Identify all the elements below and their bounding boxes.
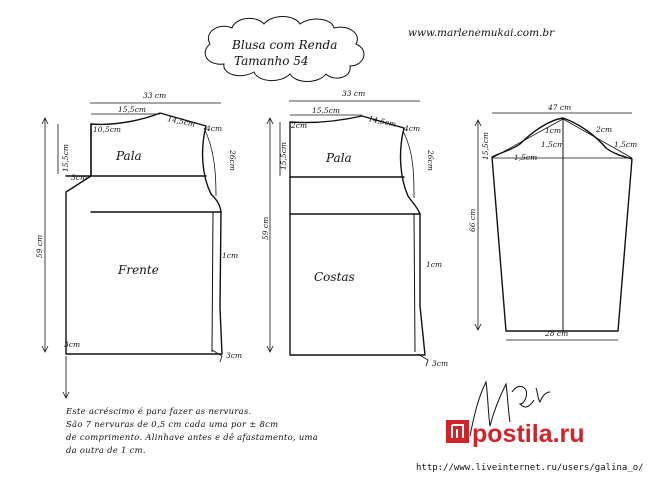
front-hem-rise-arrow <box>211 349 223 363</box>
front-shoulder-drop-label: 4cm <box>205 124 222 133</box>
watermark-logo-mark <box>451 424 464 438</box>
front-armhole-label: 26cm <box>228 149 237 171</box>
sleeve-length-arrow-top <box>474 119 482 127</box>
note-line-3: de comprimento. Alinhave antes e dê afas… <box>66 432 318 442</box>
sleeve-length-label: 66 cm <box>468 209 477 232</box>
sleeve-cap-left-side-label: 1,5cm <box>514 153 537 162</box>
back-ease-label: 1cm <box>426 260 442 269</box>
note-line-1: Este acréscimo é para fazer as nervuras. <box>65 406 252 416</box>
sleeve-width-label: 47 cm <box>547 103 571 112</box>
front-hem-rise-label: 3cm <box>226 351 242 360</box>
front-piece: 33 cm 15,5cm 14,5cm 10,5cm 4cm 26cm Pala… <box>35 91 242 363</box>
front-length-arrow-bottom <box>41 345 49 353</box>
front-armhole-depth-label: 15,5cm <box>61 144 70 172</box>
sleeve-piece: 47 cm 15,5cm 1,5cm 1cm 2cm 1,5cm 1,5cm 6… <box>468 103 637 341</box>
note-line-2: São 7 nervuras de 0,5 cm cada uma por ± … <box>66 419 278 429</box>
back-hem-rise-arrow <box>417 353 429 367</box>
sleeve-cap-side-label: 1,5cm <box>614 140 637 149</box>
back-yoke-label: Pala <box>325 151 352 165</box>
sleeve-cap-right-label: 2cm <box>595 125 612 134</box>
front-armhole-measure <box>203 127 217 197</box>
note-line-4: da outra de 1 cm. <box>66 445 146 455</box>
front-ease-line <box>211 211 214 353</box>
front-outline <box>65 112 223 355</box>
front-neck-width-label: 15,5cm <box>118 105 146 114</box>
sleeve-outline <box>491 117 633 332</box>
front-length-arrow-top <box>41 117 49 125</box>
signature <box>469 380 551 437</box>
back-length-arrow-bottom <box>266 345 274 353</box>
front-width-label: 33 cm <box>143 91 166 100</box>
back-armhole-depth-label: 15,5cm <box>279 142 288 170</box>
back-shoulder-drop-label: 4cm <box>403 124 420 133</box>
back-neck-width-label: 15,5cm <box>312 106 340 115</box>
sleeve-cap-small-label: 1cm <box>545 126 561 135</box>
back-body-label: Costas <box>314 270 355 284</box>
website-text: www.marlenemukai.com.br <box>408 27 555 39</box>
front-yoke-label: Pala <box>115 149 142 163</box>
front-body-label: Frente <box>117 263 159 277</box>
front-neck-depth-label: 10,5cm <box>93 125 121 134</box>
sleeve-length-arrow-bottom <box>474 323 482 331</box>
note-pointer-arrow <box>62 356 70 399</box>
back-piece: 33 cm 15,5cm 14,5cm 2cm 4cm 26cm Pala Co… <box>261 89 448 368</box>
back-length-arrow-top <box>266 117 274 125</box>
back-armhole-label: 26cm <box>426 149 435 171</box>
back-hem-rise-label: 3cm <box>432 359 448 368</box>
sleeve-cap-left-label: 1,5cm <box>541 140 564 149</box>
front-hem-offset-label: 3cm <box>64 340 80 349</box>
sleeve-cap-height-label: 15,5cm <box>481 132 490 160</box>
back-neck-depth-label: 2cm <box>290 121 307 130</box>
back-outline <box>289 115 426 356</box>
instruction-note: Este acréscimo é para fazer as nervuras.… <box>65 406 318 455</box>
watermark-brand: postila.ru <box>472 420 585 448</box>
watermark: postila.ru http://www.liveinternet.ru/us… <box>416 420 644 473</box>
back-armhole-measure <box>402 130 415 199</box>
front-ease-label: 1cm <box>222 251 238 260</box>
title-cloud <box>204 16 365 82</box>
title-line-1: Blusa com Renda <box>231 38 337 52</box>
sleeve-cap-left-diagonal <box>491 118 564 159</box>
front-length-label: 59 cm <box>35 235 44 258</box>
back-ease-line <box>413 213 416 353</box>
sleeve-cap-right-diagonal <box>562 118 633 159</box>
sleeve-hem-width-label: 28 cm <box>544 329 568 338</box>
front-side-offset-label: 3cm <box>71 173 87 182</box>
title-line-2: Tamanho 54 <box>234 54 309 68</box>
watermark-url: http://www.liveinternet.ru/users/galina_… <box>416 463 644 473</box>
back-width-label: 33 cm <box>342 89 365 98</box>
back-length-label: 59 cm <box>261 217 270 240</box>
